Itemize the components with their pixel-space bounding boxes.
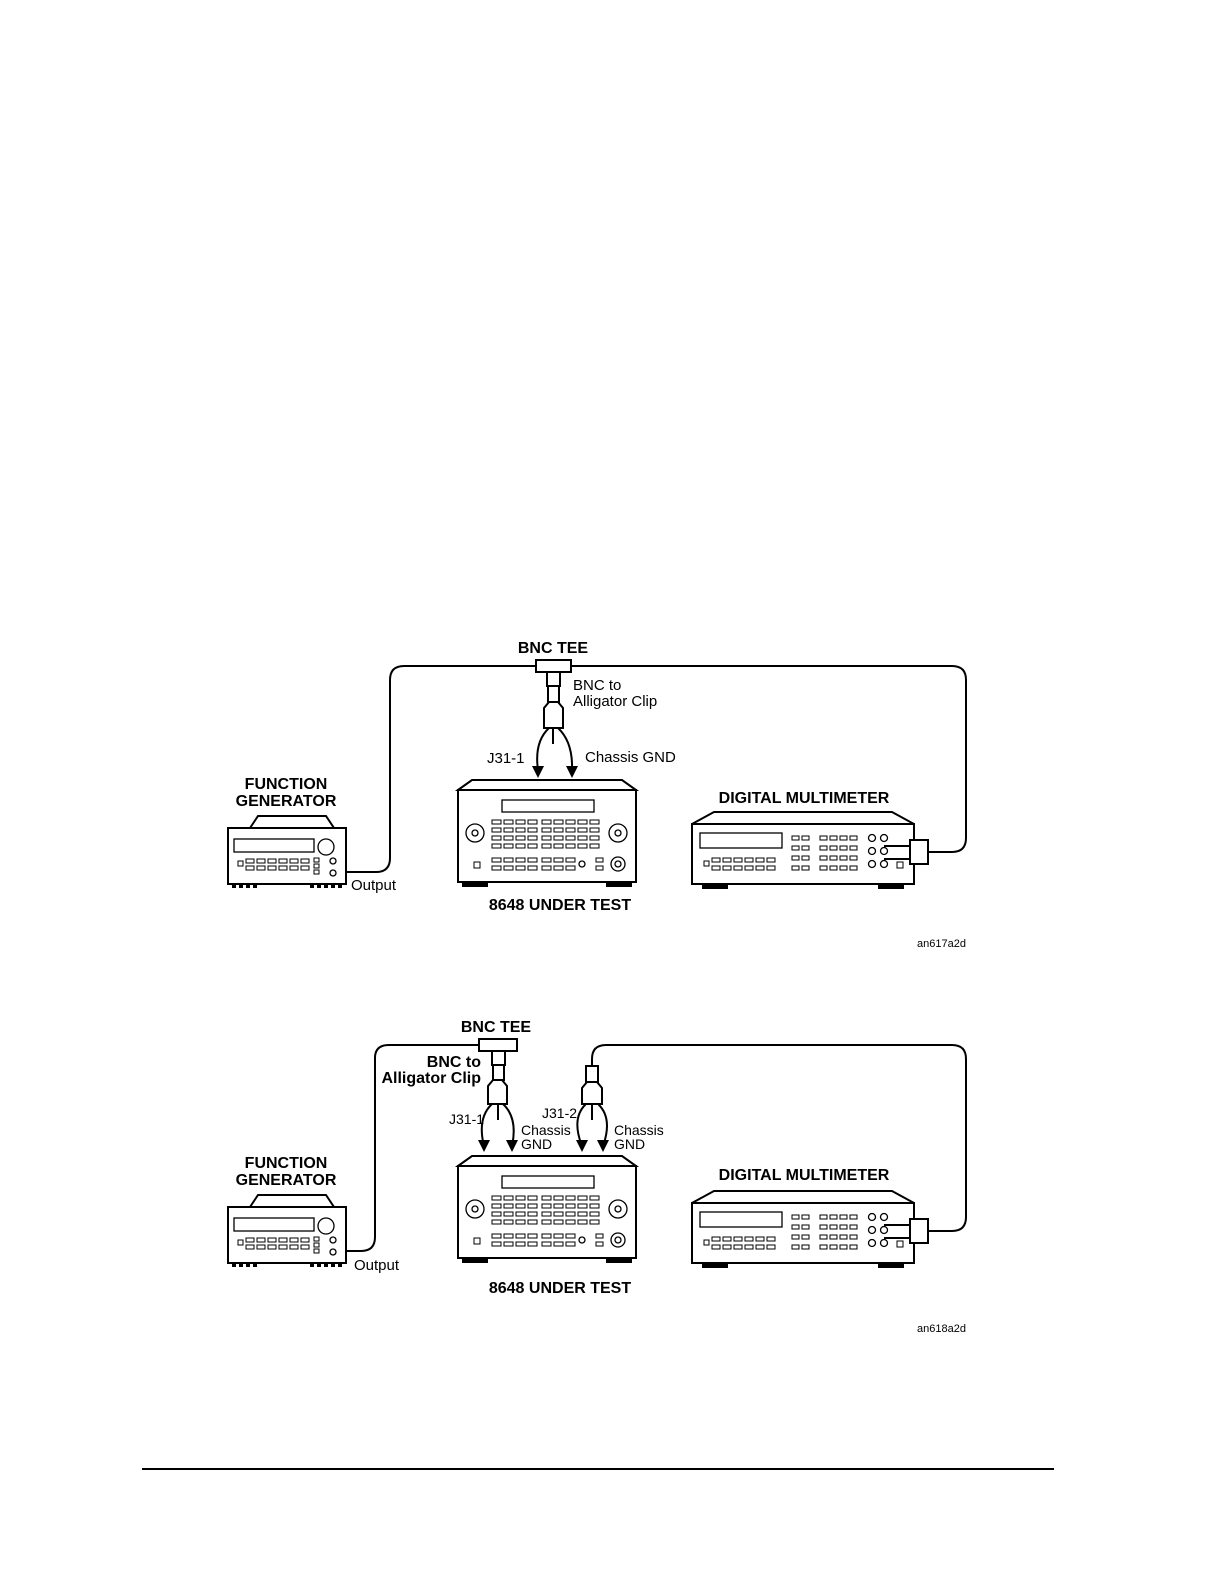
chassis-gnd-label: Chassis GND [585,749,676,766]
dmm-label: DIGITAL MULTIMETER [719,790,890,807]
figure-an617a2d: BNC TEE BNC to Alligator Clip J31-1 Chas… [228,640,966,950]
bnc-to-label: BNC to [573,677,621,694]
uut-label: 8648 UNDER TEST [489,1280,631,1297]
bnc-tee-icon [479,1039,517,1065]
function-label: FUNCTION [245,1155,328,1172]
bnc-tee-label: BNC TEE [518,640,589,657]
bnc-alligator-adapter-icon [576,1066,609,1152]
function-generator-icon [228,816,346,888]
figure-code: an618a2d [917,1323,966,1335]
bnc-tee-icon [536,660,571,686]
bnc-alligator-adapter-icon [532,686,578,778]
alligator-clip-label: Alligator Clip [573,693,657,710]
j31-1-label: J31-1 [449,1111,484,1127]
j31-1-label: J31-1 [487,750,525,767]
digital-multimeter-icon [692,1191,914,1268]
gnd-label: GND [614,1136,645,1152]
output-label: Output [351,877,397,894]
gnd-label: GND [521,1136,552,1152]
alligator-clip-label: Alligator Clip [381,1070,481,1087]
figure-code: an617a2d [917,938,966,950]
function-label: FUNCTION [245,776,328,793]
generator-label: GENERATOR [236,793,337,810]
bnc-alligator-adapter-icon [478,1065,518,1152]
bnc-to-label: BNC to [427,1054,481,1071]
uut-label: 8648 UNDER TEST [489,897,631,914]
figure-an618a2d: BNC TEE BNC to Alligator Clip J31-1 J31-… [228,1019,966,1335]
dmm-label: DIGITAL MULTIMETER [719,1167,890,1184]
bnc-tee-label: BNC TEE [461,1019,532,1036]
function-generator-icon [228,1195,346,1267]
generator-label: GENERATOR [236,1172,337,1189]
signal-generator-8648-icon [458,1156,636,1263]
signal-generator-8648-icon [458,780,636,887]
j31-2-label: J31-2 [542,1105,577,1121]
digital-multimeter-icon [692,812,914,889]
output-label: Output [354,1257,400,1274]
